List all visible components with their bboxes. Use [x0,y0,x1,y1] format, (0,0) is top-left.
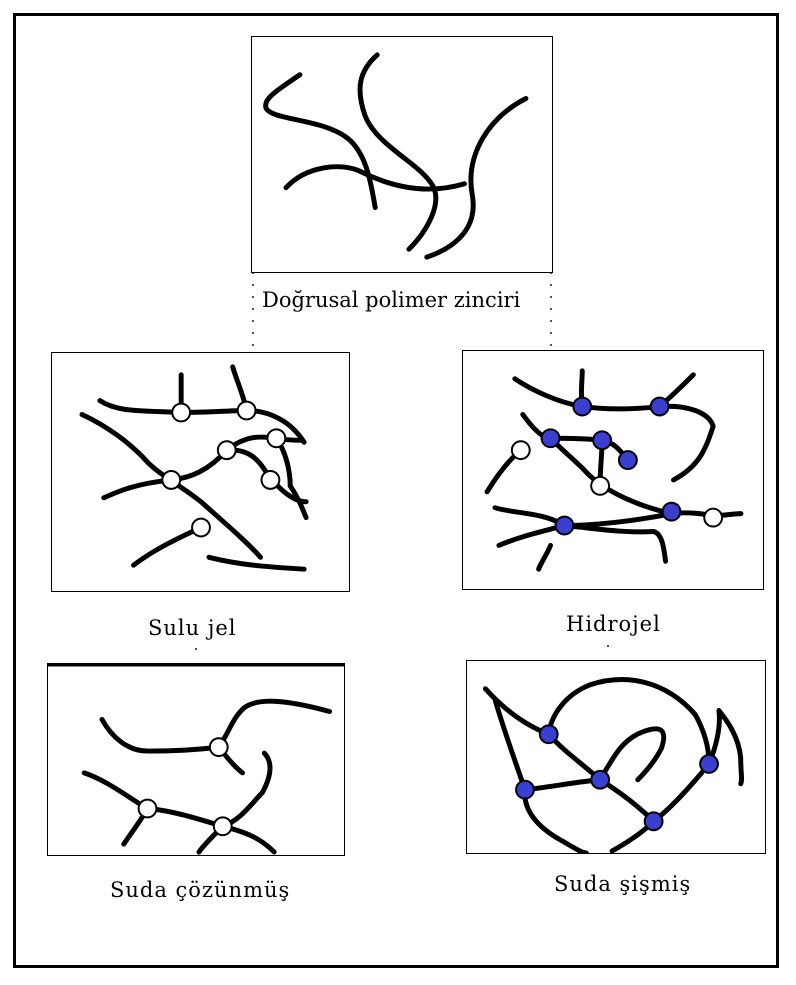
crosslink-open [512,441,530,459]
aqueous-gel-network [52,353,349,591]
crosslink-open [139,800,157,818]
crosslink-open [210,738,228,756]
crosslink-open [261,471,279,489]
crosslink-open [704,509,722,527]
water-swollen-panel [466,660,766,854]
label-linear: Doğrusal polimer zinciri [262,288,520,312]
hydrogel-network [463,351,763,589]
crosslink-filled [542,429,560,447]
crosslink-open [218,441,236,459]
crosslink-filled [663,503,681,521]
crosslink-open [192,519,210,537]
crosslink-filled [619,451,637,469]
water-soluble-network [48,664,344,855]
crosslink-filled [591,771,609,789]
crosslink-open [238,402,256,420]
hydrogel-panel [462,350,764,590]
crosslink-filled [700,755,718,773]
linear-polymer-chains [252,37,552,272]
crosslink-open [214,817,232,835]
label-aqueous-gel: Sulu jel [148,616,236,640]
crosslink-filled [516,781,534,799]
crosslink-filled [540,725,558,743]
crosslink-filled [573,398,591,416]
label-water-swollen: Suda şişmiş [554,872,691,896]
label-water-soluble: Suda çözünmüş [110,878,290,902]
crosslink-open [267,429,285,447]
water-swollen-network [467,661,765,853]
crosslink-open [591,477,609,495]
crosslink-open [162,471,180,489]
label-hydrogel: Hidrojel [566,612,661,636]
aqueous-gel-panel [51,352,350,592]
linear-polymer-panel [251,36,553,273]
water-soluble-panel [47,663,345,856]
crosslink-filled [593,431,611,449]
crosslink-open [172,404,190,422]
crosslink-filled [651,398,669,416]
crosslink-filled [555,517,573,535]
crosslink-filled [645,812,663,830]
